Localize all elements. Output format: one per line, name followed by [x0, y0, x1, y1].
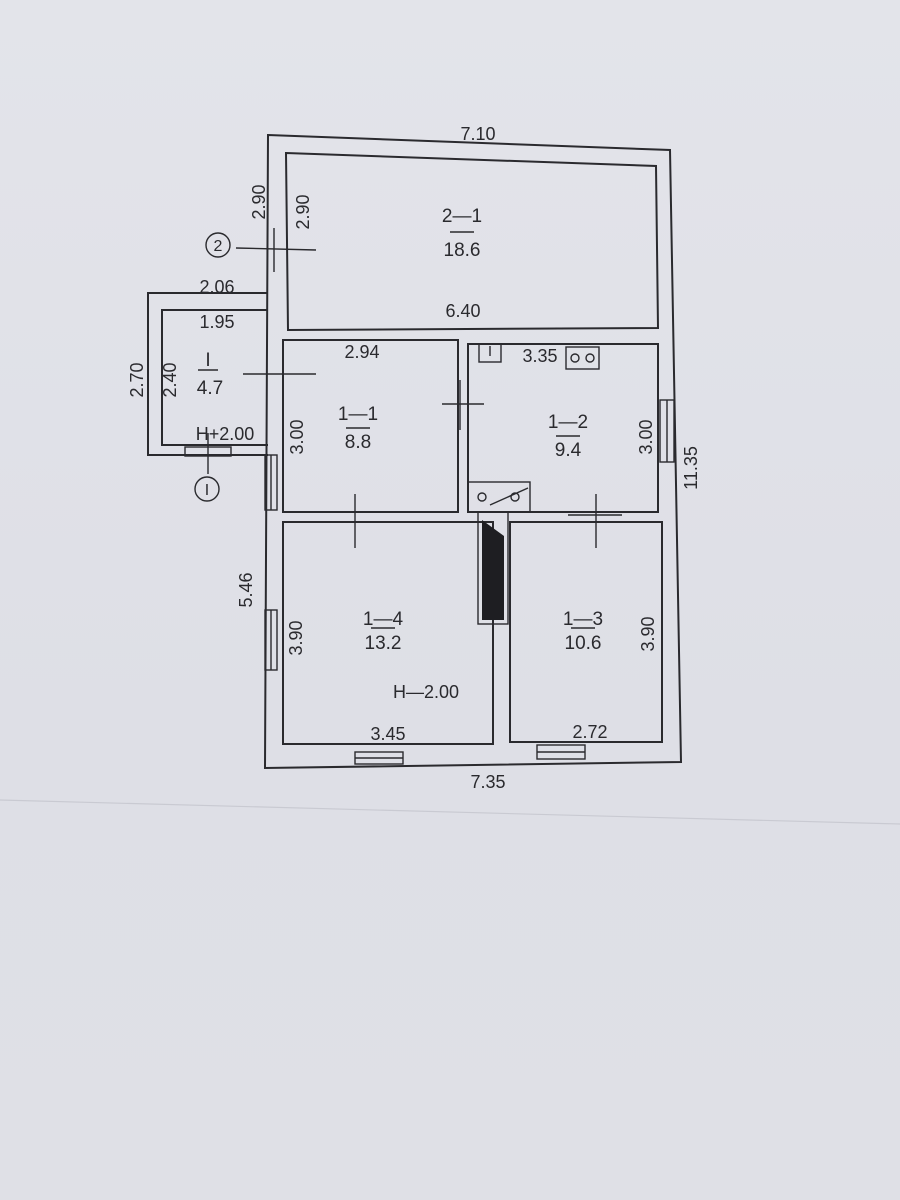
marker-circle-icon — [194, 476, 220, 502]
entry-marker-1: I — [194, 476, 220, 502]
dimensions: 7.10 7.35 6.40 2.06 1.95 2.94 3.35 3.45 … — [127, 124, 701, 792]
walls — [147, 133, 683, 770]
room-1-2-walls — [467, 343, 659, 513]
dim-room-1-3-width: 2.72 — [572, 722, 607, 742]
dim-room-1-2-height: 3.00 — [636, 419, 656, 454]
dim-bottom-width: 7.35 — [470, 772, 505, 792]
dim-porch-inner-width: 1.95 — [199, 312, 234, 332]
height-main: H—2.00 — [393, 682, 459, 702]
room-1-3-walls — [509, 521, 663, 743]
stove-burner-icon — [510, 492, 520, 502]
room-1-4-label: 1—4 13.2 — [363, 609, 404, 654]
stove-burner-icon — [477, 492, 487, 502]
dim-porch-outer-width: 2.06 — [199, 277, 234, 297]
room-1-1-label: 1—1 8.8 — [338, 404, 378, 453]
marker-label: 2 — [214, 238, 223, 255]
dim-right-height: 11.35 — [681, 446, 701, 490]
doors — [207, 228, 622, 548]
room-1-3-label: 1—3 10.6 — [563, 609, 603, 654]
boiler-icon — [565, 346, 600, 370]
dim-top-width: 7.10 — [460, 124, 495, 144]
boiler-dial-icon — [585, 353, 595, 363]
marker-label: I — [205, 482, 209, 499]
height-porch: H+2.00 — [196, 424, 255, 444]
room-1-4-walls — [282, 521, 494, 745]
room-labels: 2—1 18.6 I 4.7 1—1 8.8 1—2 9.4 1—4 13.2 … — [197, 206, 603, 654]
marker-circle-icon — [205, 232, 231, 258]
dim-room-2-1-width: 6.40 — [445, 301, 480, 321]
boiler-dial-icon — [570, 353, 580, 363]
room-2-1-label: 2—1 18.6 — [442, 206, 482, 261]
dim-porch-outer-height: 2.70 — [127, 362, 147, 397]
room-id: I — [205, 350, 210, 371]
sink-icon — [478, 343, 502, 363]
room-area: 10.6 — [565, 633, 602, 654]
room-1-2-label: 1—2 9.4 — [548, 412, 588, 461]
dim-room-1-4-height: 3.90 — [286, 620, 306, 655]
dim-room-1-1-width: 2.94 — [344, 342, 379, 362]
paper-fold-line — [0, 799, 900, 825]
dim-left-upper-height-inner: 2.90 — [293, 194, 313, 229]
chimney-icon — [477, 511, 509, 625]
room-1-1-walls — [282, 339, 459, 513]
room-id: 1—3 — [563, 609, 603, 630]
door-icon — [235, 247, 317, 251]
dim-room-1-1-height: 3.00 — [287, 419, 307, 454]
room-id: 1—1 — [338, 404, 378, 425]
stove-line — [489, 487, 529, 506]
dim-left-upper-height-outer: 2.90 — [249, 184, 269, 219]
room-id: 1—4 — [363, 609, 404, 630]
room-area: 8.8 — [345, 432, 371, 453]
chimney-fill-icon — [482, 520, 504, 620]
dim-room-1-2-width: 3.35 — [522, 346, 557, 366]
dim-left-lower-height: 5.46 — [236, 572, 256, 607]
room-area: 9.4 — [555, 440, 582, 461]
fixtures — [467, 343, 600, 625]
room-id: 1—2 — [548, 412, 588, 433]
porch-inner-walls — [161, 309, 268, 446]
room-area: 18.6 — [444, 240, 481, 261]
dim-porch-inner-height: 2.40 — [160, 362, 180, 397]
room-area: 4.7 — [197, 378, 223, 399]
dim-room-1-4-width: 3.45 — [370, 724, 405, 744]
room-porch-label: I 4.7 — [197, 350, 223, 399]
entry-marker-2: 2 — [205, 232, 231, 258]
inner-wall-room-2-1 — [284, 151, 660, 332]
room-area: 13.2 — [365, 633, 402, 654]
dim-room-1-3-height: 3.90 — [638, 616, 658, 651]
outer-wall-main — [263, 133, 683, 770]
stove-icon — [467, 481, 531, 513]
room-id: 2—1 — [442, 206, 482, 227]
